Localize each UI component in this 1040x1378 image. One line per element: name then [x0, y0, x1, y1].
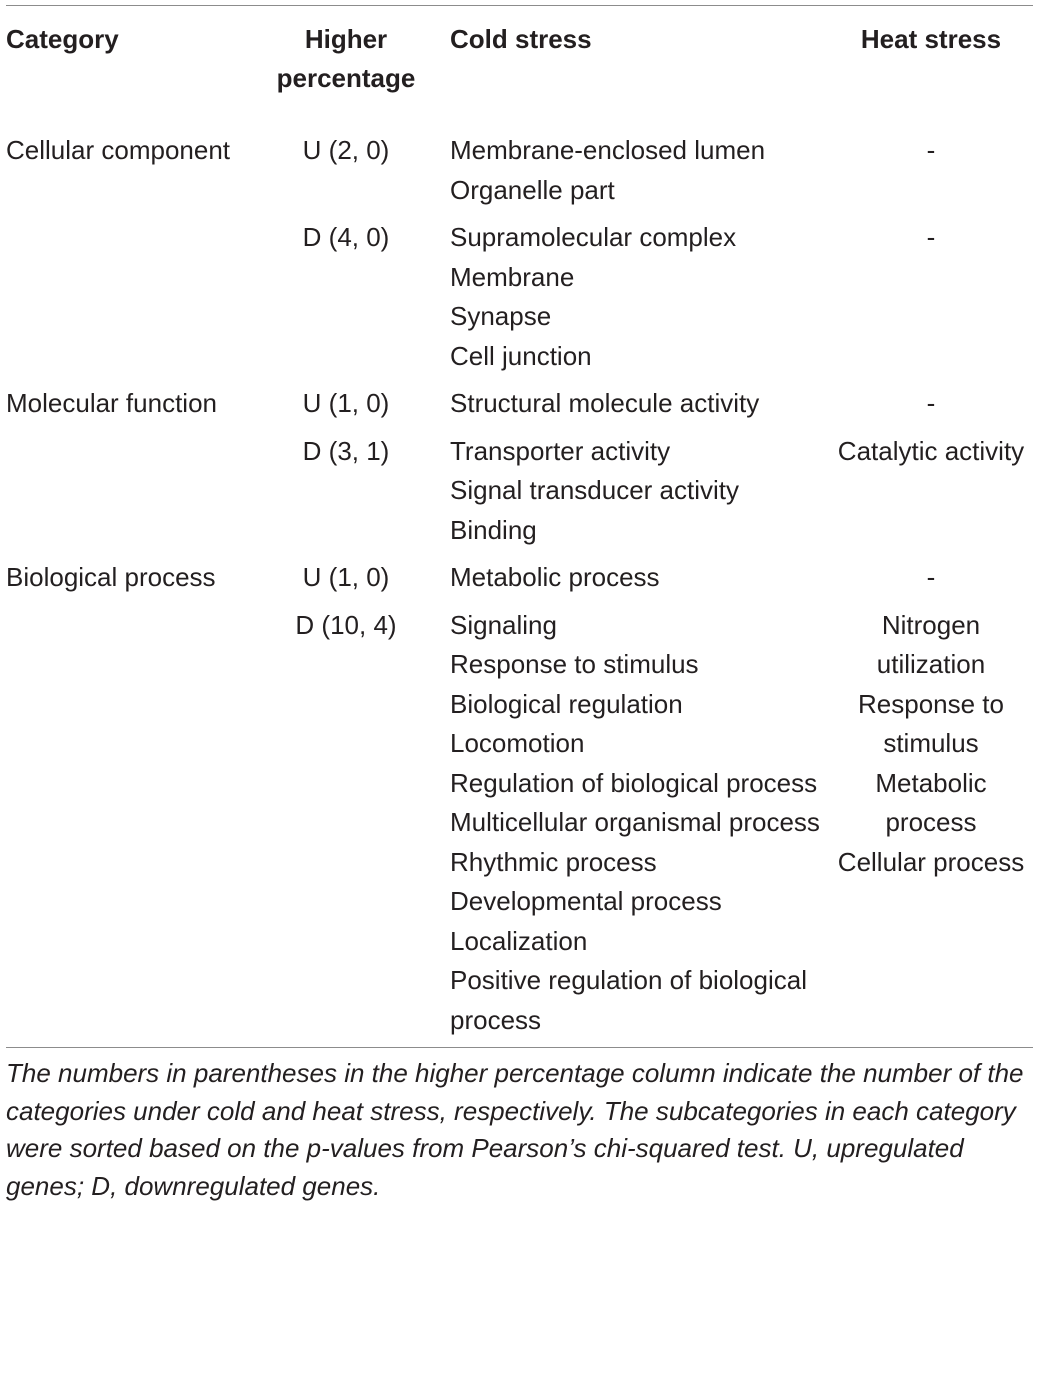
heat-stress-term: - [926, 135, 936, 165]
go-category-table: Category Higher percentage Cold stress H… [6, 6, 1033, 1047]
row-higher-percentage: D (10, 4) [295, 609, 397, 640]
row-category [6, 432, 242, 559]
table-row: Cellular component U (2, 0) Membrane-enclo… [6, 114, 1033, 218]
cold-stress-term: Signal transducer activity [450, 475, 740, 505]
row-heat-stress: - [829, 114, 1033, 218]
heat-stress-term: - [926, 222, 936, 252]
table-bottom-rule [6, 1047, 1033, 1048]
row-higher-percentage: U (1, 0) [302, 562, 390, 592]
cold-stress-term: Binding [450, 514, 537, 545]
cold-stress-term: Transporter activity [450, 435, 671, 466]
header-higher-percentage: Higher percentage [276, 24, 416, 93]
cold-stress-term: Metabolic process [450, 562, 660, 592]
table-top-rule [6, 5, 1033, 6]
cold-stress-term: Membrane-enclosed lumen [450, 135, 766, 165]
row-heat-stress: - [829, 558, 1033, 606]
cold-stress-term: Synapse [450, 301, 552, 331]
cold-stress-term: Multicellular organismal process [450, 807, 820, 837]
cold-stress-term: Locomotion [450, 728, 585, 758]
header-heat-stress: Heat stress [860, 24, 1002, 54]
table-footnote: The numbers in parentheses in the higher… [6, 1058, 1024, 1201]
row-heat-stress: Catalytic activity [829, 432, 1033, 559]
row-heat-stress: - [829, 218, 1033, 384]
cold-stress-term: Signaling [450, 609, 557, 640]
row-higher-percentage: D (3, 1) [302, 435, 390, 466]
cold-stress-term: Positive regulation of biological proces… [450, 965, 807, 1035]
row-cold-stress: Metabolic process [450, 558, 829, 606]
heat-stress-term: Nitrogen utilization [876, 609, 986, 680]
header-cold-stress: Cold stress [450, 24, 592, 54]
row-higher-percentage: U (2, 0) [302, 135, 390, 165]
table-body: Cellular component U (2, 0) Membrane-enclo… [6, 114, 1033, 1047]
cold-stress-term: Response to stimulus [450, 649, 699, 679]
row-category: Cellular component [6, 135, 231, 165]
heat-stress-term: Metabolic process [875, 767, 987, 838]
row-category [6, 606, 242, 1048]
cold-stress-term: Supramolecular complex [450, 222, 737, 252]
row-category: Molecular function [6, 388, 217, 418]
header-category: Category [6, 24, 119, 54]
cold-stress-term: Biological regulation [450, 688, 683, 719]
heat-stress-term: - [926, 388, 936, 418]
cold-stress-term: Developmental process [450, 886, 722, 916]
cold-stress-term: Membrane [450, 261, 575, 292]
table-header: Category Higher percentage Cold stress H… [6, 6, 1033, 114]
row-higher-percentage: D (4, 0) [302, 222, 390, 252]
row-heat-stress: - [829, 384, 1033, 432]
heat-stress-term: Cellular process [837, 846, 1025, 877]
cold-stress-term: Structural molecule activity [450, 388, 760, 418]
cold-stress-term: Regulation of biological process [450, 767, 818, 798]
cold-stress-term: Rhythmic process [450, 846, 657, 877]
row-category [6, 218, 242, 384]
heat-stress-term: - [926, 562, 936, 592]
header-row: Category Higher percentage Cold stress H… [6, 6, 1033, 114]
table-row: Biological process U (1, 0) Metabolic proc… [6, 558, 1033, 606]
cold-stress-term: Organelle part [450, 174, 615, 205]
row-higher-percentage: U (1, 0) [302, 388, 390, 418]
row-cold-stress: Structural molecule activity [450, 384, 829, 432]
heat-stress-term: Response to stimulus [858, 688, 1004, 759]
row-category: Biological process [6, 562, 216, 592]
cold-stress-term: Cell junction [450, 340, 592, 371]
table-page: Category Higher percentage Cold stress H… [0, 5, 1040, 1378]
cold-stress-term: Localization [450, 925, 588, 956]
table-row: Molecular function U (1, 0) Structural mol… [6, 384, 1033, 432]
heat-stress-term: Catalytic activity [837, 435, 1025, 466]
